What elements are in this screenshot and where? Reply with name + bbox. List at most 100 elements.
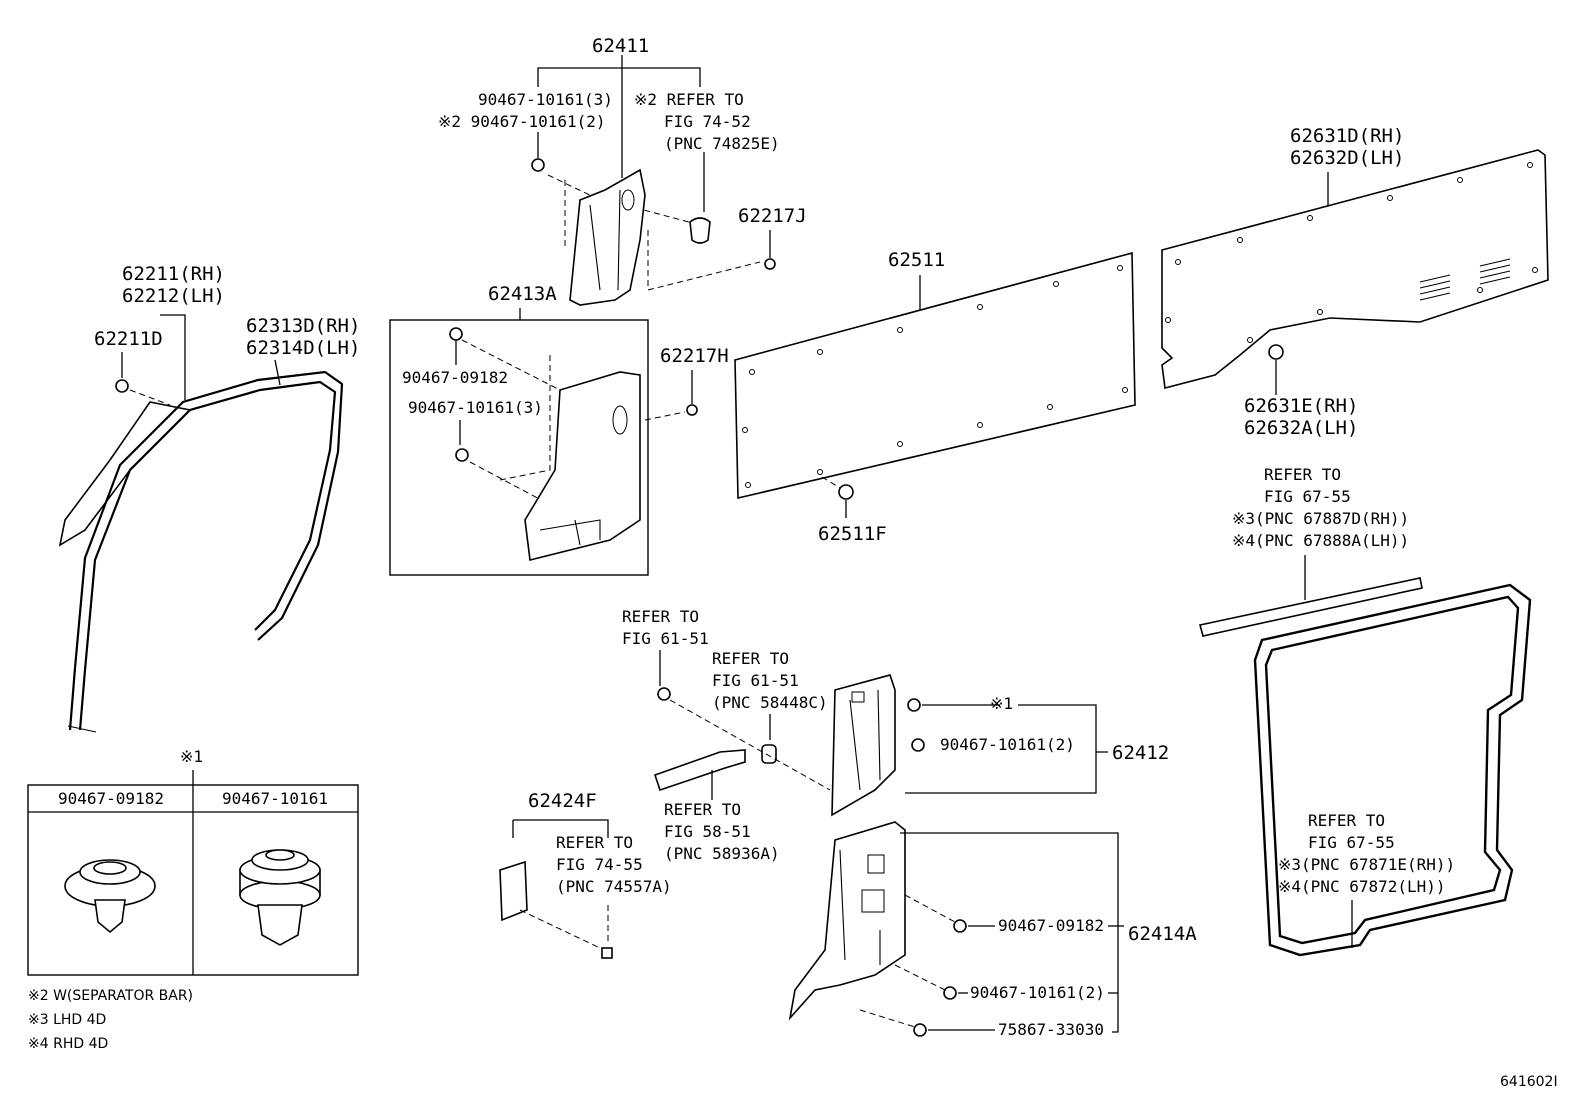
- part-62424F-group: 62424F REFER TO FIG 74-55 (PNC 74557A): [499, 790, 672, 959]
- label-62217H[interactable]: 62217H: [660, 345, 729, 367]
- label-62211-rh[interactable]: 62211(RH): [122, 263, 225, 285]
- part-62211-group: 62211(RH) 62212(LH) 62211D: [58, 263, 225, 547]
- label-62314D-lh[interactable]: 62314D(LH): [246, 337, 360, 359]
- label-62414A-clip-c[interactable]: 75867-33030: [998, 1020, 1104, 1039]
- weatherstrip-upper: [1199, 577, 1423, 637]
- label-62211D[interactable]: 62211D: [94, 328, 163, 350]
- label-62511F[interactable]: 62511F: [818, 523, 887, 545]
- part-62411-group: 62411 90467-10161(3) ※2 90467-10161(2) ※…: [438, 35, 780, 306]
- label-62411-clip-a[interactable]: 90467-10161(3): [478, 90, 613, 109]
- clip-icon: [449, 327, 463, 341]
- quarter-trim-panel-62511: [734, 251, 1136, 500]
- clip-icon: [455, 448, 469, 462]
- clip-icon: [911, 738, 925, 752]
- label-ref74-2[interactable]: FIG 74-55: [556, 855, 643, 874]
- cap-icon: [689, 217, 711, 244]
- part-62217J-group: 62217J: [738, 205, 807, 270]
- clip-icon: [686, 404, 698, 416]
- label-62413A-clip-a[interactable]: 90467-09182: [402, 368, 508, 387]
- part-62412-group: ※1 90467-10161(2) 62412: [831, 674, 1169, 817]
- a-pillar-garnish: [58, 401, 192, 547]
- clip-icon: [115, 379, 129, 393]
- part-62217H-group: 62217H: [644, 345, 729, 421]
- clip-icon: [913, 1023, 927, 1037]
- clip-09182-icon: [64, 859, 156, 934]
- label-ref67-top-1[interactable]: REFER TO: [1264, 465, 1341, 484]
- quarter-lower-trim-62414A: [788, 821, 906, 1021]
- callout-box-62413A: [389, 319, 649, 576]
- label-62424F[interactable]: 62424F: [528, 790, 597, 812]
- clip-10161-icon: [239, 849, 321, 946]
- label-ref67-bot-1[interactable]: REFER TO: [1308, 811, 1385, 830]
- back-door-trim-panel-62631D: [1161, 149, 1549, 390]
- clip-icon: [764, 258, 776, 270]
- label-62414A-clip-b[interactable]: 90467-10161(2): [970, 983, 1105, 1002]
- label-ref74-1[interactable]: REFER TO: [556, 833, 633, 852]
- footnote-3[interactable]: ※3 LHD 4D: [28, 1012, 106, 1028]
- label-62411-ref-1[interactable]: ※2 REFER TO: [634, 90, 744, 109]
- label-62413A-clip-b[interactable]: 90467-10161(3): [408, 398, 543, 417]
- back-door-weatherstrip-group: REFER TO FIG 67-55 ※3(PNC 67887D(RH)) ※4…: [1199, 465, 1532, 957]
- b-pillar-lower-trim: [524, 371, 641, 561]
- label-ref67-bot-4[interactable]: ※4(PNC 67872(LH)): [1278, 877, 1446, 896]
- label-ref58-2[interactable]: FIG 58-51: [664, 822, 751, 841]
- label-62217J[interactable]: 62217J: [738, 205, 807, 227]
- part-62511-group: 62511 62511F: [734, 249, 1136, 545]
- label-ref58-1[interactable]: REFER TO: [664, 800, 741, 819]
- label-ref61-b-1[interactable]: REFER TO: [712, 649, 789, 668]
- label-62414A-clip-a[interactable]: 90467-09182: [998, 916, 1104, 935]
- clip-table: ※1 90467-09182 90467-10161: [27, 747, 359, 976]
- label-62511[interactable]: 62511: [888, 249, 945, 271]
- label-ref67-top-2[interactable]: FIG 67-55: [1264, 487, 1351, 506]
- label-62631D-rh[interactable]: 62631D(RH): [1290, 125, 1404, 147]
- bolt-icon: [657, 687, 671, 701]
- footnotes: ※2 W(SEPARATOR BAR) ※3 LHD 4D ※4 RHD 4D: [28, 988, 193, 1052]
- label-mark1-table[interactable]: ※1: [180, 747, 203, 766]
- label-ref61-a-2[interactable]: FIG 61-51: [622, 629, 709, 648]
- label-62411[interactable]: 62411: [592, 35, 649, 57]
- cap-icon: [761, 744, 777, 764]
- label-ref67-bot-3[interactable]: ※3(PNC 67871E(RH)): [1278, 855, 1455, 874]
- clip-icon: [907, 698, 921, 712]
- clip-icon: [1268, 344, 1284, 360]
- vent-grille-icon: [1419, 258, 1511, 301]
- label-62632A-lh[interactable]: 62632A(LH): [1244, 417, 1358, 439]
- label-ref58-3[interactable]: (PNC 58936A): [664, 844, 780, 863]
- label-ref67-top-3[interactable]: ※3(PNC 67887D(RH)): [1232, 509, 1409, 528]
- label-62411-ref-2[interactable]: FIG 74-52: [664, 112, 751, 131]
- label-ref61-b-2[interactable]: FIG 61-51: [712, 671, 799, 690]
- label-62412[interactable]: 62412: [1112, 742, 1169, 764]
- pillar-trim-62411: [569, 168, 646, 306]
- footnote-2[interactable]: ※2 W(SEPARATOR BAR): [28, 988, 193, 1004]
- label-62631E-rh[interactable]: 62631E(RH): [1244, 395, 1358, 417]
- label-ref67-top-4[interactable]: ※4(PNC 67888A(LH)): [1232, 531, 1409, 550]
- clip-table-col1[interactable]: 90467-09182: [58, 789, 164, 808]
- clip-table-col2[interactable]: 90467-10161: [222, 789, 328, 808]
- assist-grip-group: REFER TO FIG 61-51 REFER TO FIG 61-51 (P…: [622, 607, 831, 863]
- panel-holes: [1165, 162, 1538, 343]
- panel-holes: [742, 265, 1128, 488]
- label-62632D-lh[interactable]: 62632D(LH): [1290, 147, 1404, 169]
- label-ref61-a-1[interactable]: REFER TO: [622, 607, 699, 626]
- label-62411-clip-b[interactable]: ※2 90467-10161(2): [438, 112, 606, 131]
- part-62413A-group: 62413A 90467-09182 90467-10161(3): [389, 283, 649, 576]
- diagram-code: 641602I: [1500, 1074, 1558, 1090]
- label-62414A[interactable]: 62414A: [1128, 923, 1197, 945]
- footnote-4[interactable]: ※4 RHD 4D: [28, 1036, 108, 1052]
- label-ref74-3[interactable]: (PNC 74557A): [556, 877, 672, 896]
- label-ref67-bot-2[interactable]: FIG 67-55: [1308, 833, 1395, 852]
- label-62412-clip[interactable]: 90467-10161(2): [940, 735, 1075, 754]
- label-62411-ref-3[interactable]: (PNC 74825E): [664, 134, 780, 153]
- c-pillar-trim-62412: [831, 674, 896, 817]
- clip-icon: [838, 484, 854, 500]
- label-ref61-b-3[interactable]: (PNC 58448C): [712, 693, 828, 712]
- cap-icon: [601, 947, 613, 959]
- label-62212-lh[interactable]: 62212(LH): [122, 285, 225, 307]
- label-62413A[interactable]: 62413A: [488, 283, 557, 305]
- label-62313D-rh[interactable]: 62313D(RH): [246, 315, 360, 337]
- bracket-62424F: [499, 860, 528, 922]
- label-mark1-right[interactable]: ※1: [990, 694, 1013, 713]
- weatherstrip-main: [1253, 583, 1532, 957]
- part-62631D-group: 62631D(RH) 62632D(LH) 62631E(RH) 62632A(…: [1161, 125, 1549, 439]
